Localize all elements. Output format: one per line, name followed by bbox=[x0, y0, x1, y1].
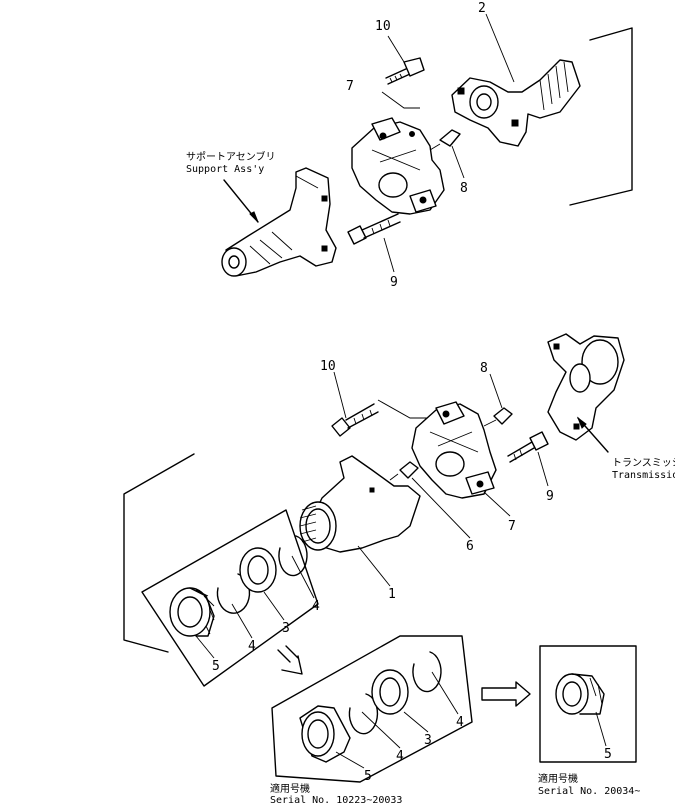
label-kit-3: 3 bbox=[282, 621, 290, 636]
label-top-9: 9 bbox=[390, 275, 398, 290]
nut-part-5-kit bbox=[169, 587, 215, 637]
mid-bracket-line bbox=[123, 453, 195, 653]
label-mid-10: 10 bbox=[320, 359, 336, 374]
kit-frame bbox=[141, 509, 319, 687]
transmission-arrowhead bbox=[576, 416, 587, 429]
caption-transmission-en: Transmission bbox=[612, 470, 675, 481]
top-assembly bbox=[221, 27, 633, 277]
seal-part-3-alt bbox=[371, 669, 409, 715]
alt-kit-frame bbox=[271, 635, 473, 783]
label-kit-4a: 4 bbox=[312, 599, 320, 614]
alt-kit-group bbox=[271, 635, 473, 783]
caption-serial1-jp: 適用号機 bbox=[270, 782, 310, 795]
caption-serial1-en: Serial No. 10223~20033 bbox=[270, 795, 402, 806]
label-mid-1: 1 bbox=[388, 587, 396, 602]
spider-cross-part-7-top bbox=[351, 117, 445, 215]
label-alt-4b: 4 bbox=[396, 749, 404, 764]
new-nut-group bbox=[539, 645, 637, 763]
caption-serial2-en: Serial No. 20034~ bbox=[538, 786, 640, 797]
bolt-part-9-middle bbox=[507, 431, 549, 463]
grease-nipple-part-8-middle bbox=[483, 407, 513, 427]
label-alt-3: 3 bbox=[424, 733, 432, 748]
grease-nipple-part-6 bbox=[389, 461, 419, 481]
label-mid-8: 8 bbox=[480, 361, 488, 376]
collar-part-5-alt bbox=[299, 705, 351, 763]
label-top-2: 2 bbox=[478, 1, 486, 16]
label-kit-4b: 4 bbox=[248, 639, 256, 654]
support-arrowhead bbox=[249, 211, 259, 223]
arrow-right-icon bbox=[481, 681, 531, 707]
leader-lines bbox=[195, 13, 607, 769]
label-top-7: 7 bbox=[346, 79, 354, 94]
label-kit-5: 5 bbox=[212, 659, 220, 674]
arrow-down-icon bbox=[277, 645, 303, 675]
flange-yoke-part-1 bbox=[299, 455, 421, 553]
snap-ring-part-4-alt-b bbox=[412, 651, 442, 693]
transmission-yoke bbox=[547, 333, 625, 441]
bolt-part-10-top bbox=[385, 57, 425, 85]
mid-10-leader bbox=[377, 399, 430, 419]
seal-part-3-kit bbox=[239, 547, 277, 593]
top-bracket-line bbox=[569, 27, 633, 206]
new-nut-frame bbox=[539, 645, 637, 763]
label-top-8: 8 bbox=[460, 181, 468, 196]
nut-part-5-new bbox=[555, 673, 605, 715]
top-7-leader bbox=[381, 91, 420, 109]
label-nut-5: 5 bbox=[604, 747, 612, 762]
part-number-labels: 10 2 7 8 9 10 8 9 7 6 1 4 4 3 5 4 4 3 5 … bbox=[212, 1, 612, 784]
bolt-part-10-middle bbox=[331, 403, 379, 437]
seal-kit-group bbox=[141, 509, 319, 687]
label-alt-5: 5 bbox=[364, 769, 372, 784]
support-assembly bbox=[221, 167, 337, 277]
label-mid-6: 6 bbox=[466, 539, 474, 554]
middle-assembly bbox=[123, 333, 625, 653]
caption-support-jp: サポートアセンブリ bbox=[186, 150, 276, 163]
caption-transmission-jp: トランスミッション bbox=[612, 457, 675, 469]
bolt-part-9-top bbox=[347, 213, 401, 245]
label-top-10: 10 bbox=[375, 19, 391, 34]
label-mid-7: 7 bbox=[508, 519, 516, 534]
grease-nipple-part-8-top bbox=[429, 129, 461, 151]
caption-serial2-jp: 適用号機 bbox=[538, 772, 578, 785]
snap-ring-part-4-kit-b bbox=[278, 535, 308, 577]
label-alt-4a: 4 bbox=[456, 715, 464, 730]
captions: サポートアセンブリ Support Ass'y トランスミッション Transm… bbox=[186, 150, 675, 806]
yoke-shaft-part-2 bbox=[451, 59, 581, 147]
label-mid-9: 9 bbox=[546, 489, 554, 504]
caption-support-en: Support Ass'y bbox=[186, 164, 264, 175]
spider-cross-part-7-middle bbox=[411, 401, 497, 499]
